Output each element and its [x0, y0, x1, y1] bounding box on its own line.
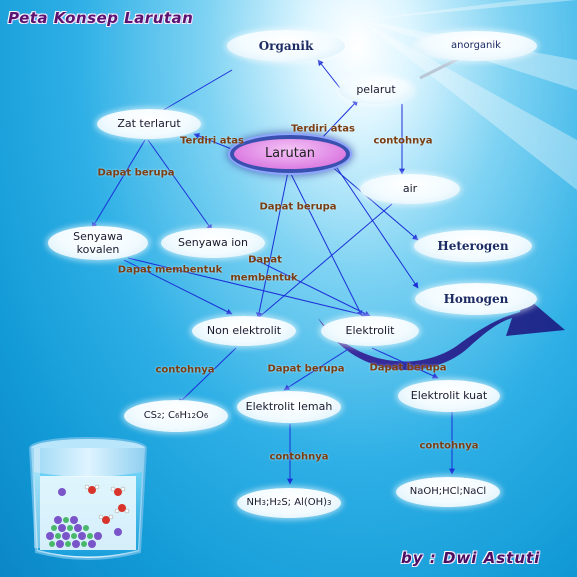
- author-credit: by : Dwi Astuti: [401, 549, 541, 567]
- label-dapat-berupa-1: Dapat berupa: [97, 167, 175, 179]
- edge-zat-kovalen: [91, 139, 146, 229]
- edge-organik-zatterlarut: [159, 69, 233, 113]
- edge-ion-elektrolit: [251, 257, 371, 317]
- edge-larutan-non: [256, 171, 289, 319]
- node-contoh-kuat: NaOH;HCl;NaCl: [396, 477, 500, 507]
- node-air: air: [360, 174, 460, 204]
- label-terdiri-atas-2: Terdiri atas: [291, 123, 355, 135]
- particle-lattice: [46, 516, 102, 548]
- node-zat-terlarut: Zat terlarut: [97, 109, 201, 139]
- edge-kovalen-non: [123, 259, 233, 315]
- node-organik: Organik: [227, 30, 345, 62]
- edge-larutan-elektrolit: [289, 171, 363, 317]
- node-homogen: Homogen: [415, 283, 537, 315]
- edge-larutan-pelarut: [319, 99, 359, 141]
- edge-elektrolit-kuat: [371, 347, 439, 379]
- edge-air-non: [257, 203, 393, 319]
- beaker-illustration: [29, 437, 147, 560]
- edge-anorganik-pelarut: [419, 56, 461, 80]
- water-molecules: [58, 484, 130, 536]
- node-senyawa-ion: Senyawa ion: [161, 228, 265, 258]
- node-anorganik: anorganik: [415, 31, 537, 61]
- label-contohnya-4: contohnya: [419, 440, 479, 452]
- label-dapat-membentuk: Dapat membentuk: [117, 264, 223, 276]
- node-heterogen: Heterogen: [414, 230, 532, 262]
- connectors: [91, 56, 461, 485]
- edge-organik-pelarut: [317, 59, 341, 89]
- edge-zat-ion: [147, 139, 213, 231]
- edge-elektrolit-lemah: [283, 347, 351, 391]
- label-contohnya-1: contohnya: [373, 135, 433, 147]
- label-contohnya-3: contohnya: [269, 451, 329, 463]
- page-title: Peta Konsep Larutan: [8, 9, 194, 27]
- edge-larutan-heterogen: [329, 164, 419, 241]
- swoosh-arrow: [318, 296, 565, 371]
- label-dapat-berupa-2: Dapat berupa: [259, 201, 337, 213]
- node-elektrolit-lemah: Elektrolit lemah: [237, 391, 341, 423]
- edge-kovalen-elektrolit: [127, 257, 369, 318]
- node-non-elektrolit: Non elektrolit: [192, 316, 296, 346]
- edge-non-contoh: [177, 347, 237, 405]
- node-elektrolit: Elektrolit: [321, 316, 419, 346]
- node-larutan: Larutan: [230, 135, 350, 173]
- node-senyawa-kovalen: Senyawa kovalen: [48, 226, 148, 260]
- edge-larutan-homogen: [334, 164, 419, 289]
- label-dapat-berupa-3: Dapat berupa: [267, 363, 345, 375]
- node-pelarut: pelarut: [339, 76, 413, 104]
- label-membentuk: membentuk: [230, 272, 298, 284]
- edge-larutan-zatterlarut: [193, 133, 235, 151]
- node-elektrolit-kuat: Elektrolit kuat: [398, 380, 500, 412]
- label-contohnya-2: contohnya: [155, 364, 215, 376]
- label-dapat: Dapat: [248, 254, 282, 266]
- label-terdiri-atas-1: Terdiri atas: [180, 135, 244, 147]
- label-dapat-berupa-4: Dapat berupa: [369, 362, 447, 374]
